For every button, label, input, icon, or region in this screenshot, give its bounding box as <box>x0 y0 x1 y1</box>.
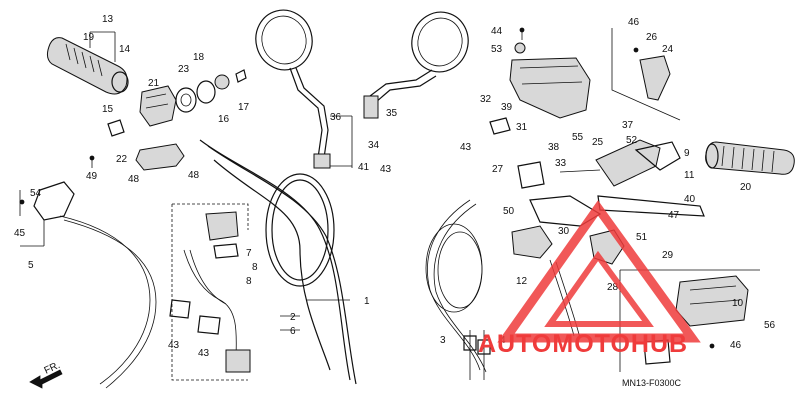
part-label-39: 39 <box>501 102 513 113</box>
part-label-53: 53 <box>491 44 503 55</box>
mirror-bolt-drawing <box>330 115 353 168</box>
part-label-55: 55 <box>572 132 584 143</box>
part-label-46b: 46 <box>730 340 742 351</box>
part-label-23: 23 <box>178 64 190 75</box>
part-label-24: 24 <box>662 44 674 55</box>
part-label-3: 3 <box>440 335 446 346</box>
part-label-5: 5 <box>28 260 34 271</box>
part-label-7: 7 <box>246 248 252 259</box>
automotohub-watermark: AUTOMOTOHUB <box>478 200 701 358</box>
part-label-44: 44 <box>491 26 503 37</box>
part-label-40: 40 <box>684 194 696 205</box>
part-label-19: 19 <box>83 32 95 43</box>
part-label-38: 38 <box>548 142 560 153</box>
left-mirror-drawing <box>255 9 331 169</box>
part-label-56: 56 <box>764 320 776 331</box>
part-label-29: 29 <box>662 250 674 261</box>
part-label-13: 13 <box>102 14 114 25</box>
part-label-54: 54 <box>30 188 42 199</box>
front-direction-arrow <box>29 369 63 389</box>
part-label-26: 26 <box>646 32 658 43</box>
part-label-6: 6 <box>290 326 296 337</box>
part-label-18: 18 <box>193 52 205 63</box>
part-label-31: 31 <box>516 122 528 133</box>
part-label-9: 9 <box>684 148 690 159</box>
part-label-16: 16 <box>218 114 230 125</box>
part-label-10: 10 <box>732 298 744 309</box>
part-label-52: 52 <box>626 135 638 146</box>
part-label-43a: 43 <box>460 142 472 153</box>
part-label-25: 25 <box>592 137 604 148</box>
part-label-46a: 46 <box>628 17 640 28</box>
part-label-35: 35 <box>386 108 398 119</box>
left-grip-drawing <box>46 31 129 95</box>
part-label-51: 51 <box>636 232 648 243</box>
right-mirror-drawing <box>363 11 469 119</box>
part-label-22: 22 <box>116 154 128 165</box>
part-label-30: 30 <box>558 226 570 237</box>
throttle-cables-drawing <box>199 139 357 385</box>
part-label-45: 45 <box>14 228 26 239</box>
part-label-47: 47 <box>668 210 680 221</box>
part-label-17: 17 <box>238 102 250 113</box>
part-label-37: 37 <box>622 120 634 131</box>
part-label-11: 11 <box>684 170 695 181</box>
part-label-32: 32 <box>480 94 492 105</box>
part-label-8a: 8 <box>252 262 258 273</box>
part-label-14: 14 <box>119 44 131 55</box>
part-label-50: 50 <box>503 206 515 217</box>
part-label-43b: 43 <box>380 164 392 175</box>
part-label-20: 20 <box>740 182 752 193</box>
part-label-28: 28 <box>607 282 619 293</box>
part-label-33: 33 <box>555 158 567 169</box>
part-label-12: 12 <box>516 276 528 287</box>
part-number-labels: 13 19 14 18 23 15 21 16 17 22 49 48 48 3… <box>14 14 776 388</box>
brake-lever-drawing <box>511 139 705 265</box>
part-label-49: 49 <box>86 171 98 182</box>
part-label-43c: 43 <box>168 340 180 351</box>
part-label-34: 34 <box>368 140 380 151</box>
right-switch-housing-drawing <box>489 27 591 135</box>
right-grip-drawing <box>705 141 795 175</box>
part-label-27: 27 <box>492 164 504 175</box>
part-label-8b: 8 <box>246 276 252 287</box>
part-label-48a: 48 <box>128 174 140 185</box>
left-switch-wiring-drawing <box>19 181 157 389</box>
lower-cable-ends-drawing <box>463 330 491 380</box>
watermark-text: AUTOMOTOHUB <box>478 330 688 358</box>
left-switch-group-drawing <box>169 203 251 381</box>
part-label-15: 15 <box>102 104 114 115</box>
part-label-41: 41 <box>358 162 370 173</box>
part-label-2: 2 <box>290 312 296 323</box>
part-label-21: 21 <box>148 78 160 89</box>
part-label-48b: 48 <box>188 170 200 181</box>
part-label-36: 36 <box>330 112 342 123</box>
right-lever-bracket-drawing <box>611 28 681 121</box>
part-label-43d: 43 <box>198 348 210 359</box>
figure-code: MN13-F0300C <box>622 378 682 388</box>
throttle-housing-drawing <box>89 69 247 171</box>
part-label-1: 1 <box>364 296 370 307</box>
